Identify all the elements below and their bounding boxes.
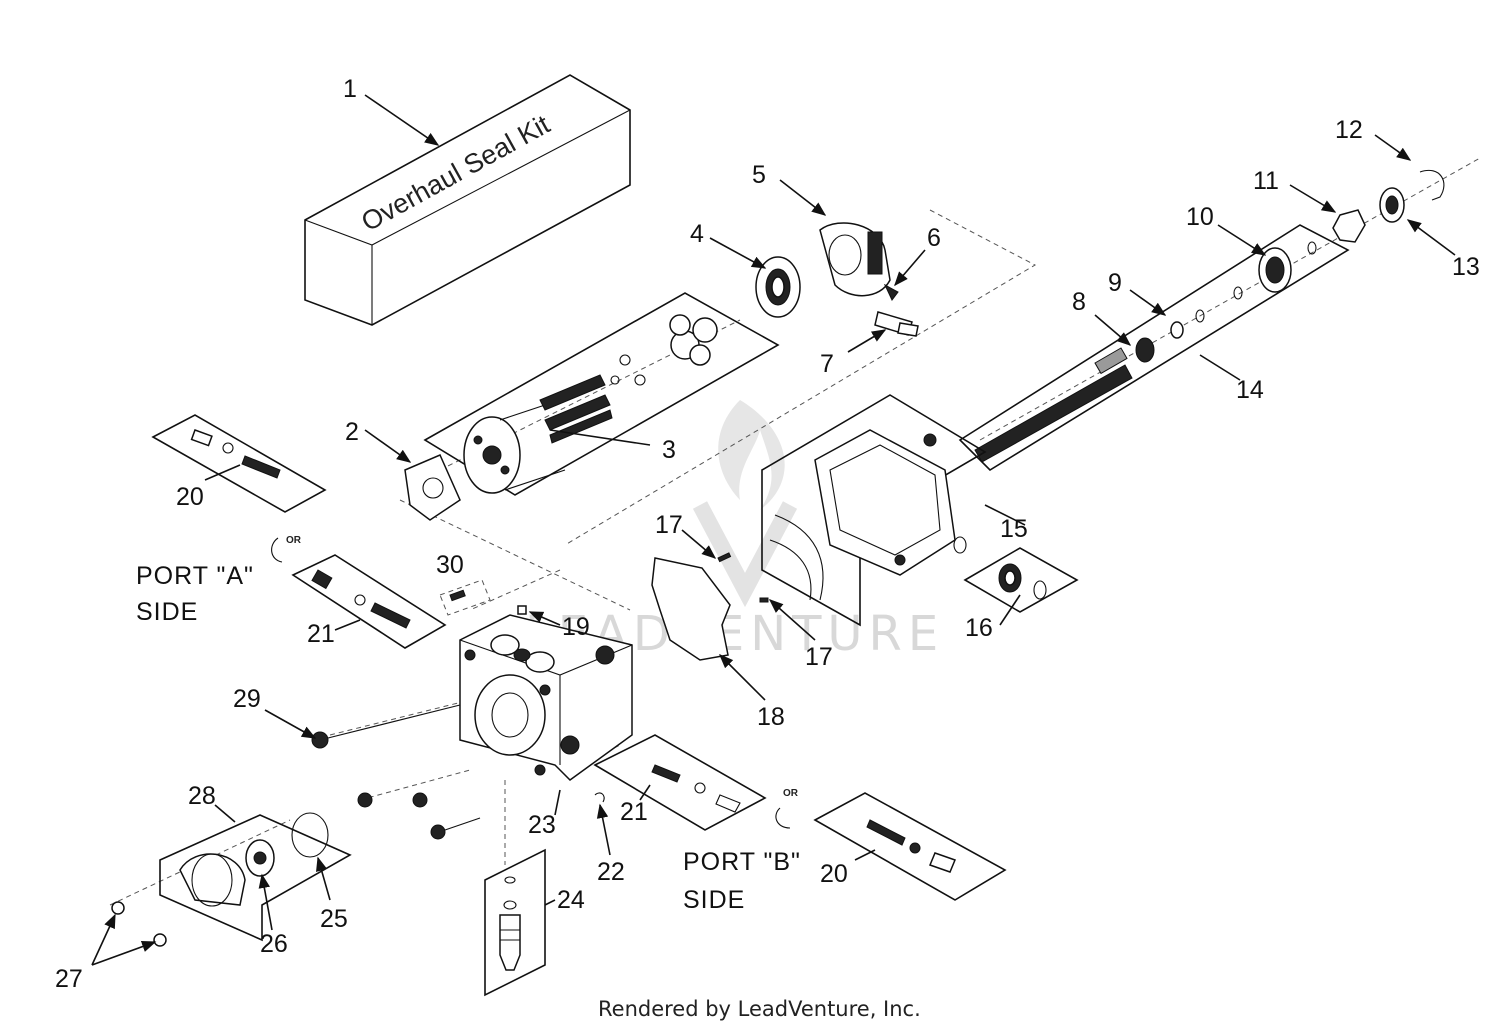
callout-5: 5 xyxy=(752,161,766,189)
port-b-side-label: PORT "B" SIDE xyxy=(683,848,801,914)
callout-29: 29 xyxy=(233,685,261,713)
callout-23: 23 xyxy=(528,811,556,839)
callout-1: 1 xyxy=(343,75,357,103)
part-6-7-trunnion xyxy=(874,283,919,337)
part-24-bypass-valve xyxy=(484,848,546,997)
callout-8: 8 xyxy=(1072,288,1086,316)
part-20-check-valve-a xyxy=(151,414,327,513)
callout-30: 30 xyxy=(436,551,464,579)
callout-28: 28 xyxy=(188,782,216,810)
callout-16: 16 xyxy=(965,614,993,642)
part-2-thrust-plate xyxy=(404,454,461,521)
callout-20a: 20 xyxy=(176,483,204,511)
callout-19: 19 xyxy=(562,613,590,641)
callout-21a: 21 xyxy=(307,620,335,648)
callout-3: 3 xyxy=(662,436,676,464)
callout-18: 18 xyxy=(757,703,785,731)
callout-12: 12 xyxy=(1335,116,1363,144)
or-label-a: OR xyxy=(286,535,302,546)
callout-6: 6 xyxy=(927,224,941,252)
port-a-side-label: PORT "A" SIDE xyxy=(136,562,254,626)
part-14-shaft-kit xyxy=(958,224,1350,472)
part-5-swashplate xyxy=(819,222,891,297)
part-22-pin xyxy=(594,792,605,803)
or-alternate-a: OR xyxy=(271,535,302,563)
part-1-seal-kit-box: Overhaul Seal Kit xyxy=(304,74,631,326)
part-23-center-section xyxy=(459,614,633,781)
callout-14: 14 xyxy=(1236,376,1264,404)
callout-20b: 20 xyxy=(820,860,848,888)
leader-lines xyxy=(91,94,1456,966)
callout-11: 11 xyxy=(1253,167,1279,195)
part-11-12-13-shaft-seals xyxy=(1332,169,1445,243)
part-27-screws xyxy=(111,901,167,947)
part-28-charge-pump xyxy=(159,812,352,942)
part-3-rotating-kit xyxy=(423,292,780,496)
part-15-housing xyxy=(761,394,987,627)
or-alternate-b: OR xyxy=(775,788,799,829)
watermark-v-icon xyxy=(692,501,798,608)
callout-27: 27 xyxy=(55,965,83,993)
callout-21b: 21 xyxy=(620,798,648,826)
callout-9: 9 xyxy=(1108,269,1122,297)
callout-10: 10 xyxy=(1186,203,1214,231)
port-b-line2: SIDE xyxy=(683,886,745,914)
callout-26: 26 xyxy=(260,930,288,958)
or-label-b: OR xyxy=(783,788,799,799)
port-a-line2: SIDE xyxy=(136,598,198,626)
callout-17b: 17 xyxy=(805,643,833,671)
port-b-line1: PORT "B" xyxy=(683,848,801,876)
watermark: LEADVENTURE xyxy=(525,400,938,662)
callout-4: 4 xyxy=(690,220,704,248)
part-29-bolts xyxy=(311,704,481,840)
part-4-bearing xyxy=(755,256,801,318)
callout-24: 24 xyxy=(557,886,585,914)
part-21-relief-valve-a xyxy=(291,554,447,649)
callout-25: 25 xyxy=(320,905,348,933)
seal-kit-label: Overhaul Seal Kit xyxy=(356,109,555,237)
callout-7: 7 xyxy=(820,350,834,378)
watermark-logo-icon xyxy=(718,400,785,510)
part-19-fitting xyxy=(517,605,527,615)
part-20-check-valve-b xyxy=(813,792,1007,901)
callout-13: 13 xyxy=(1452,253,1480,281)
callout-15: 15 xyxy=(1000,515,1028,543)
callout-numbers: 1 2 3 4 5 6 7 8 9 10 11 12 13 14 15 16 1… xyxy=(55,75,1480,993)
part-18-gasket xyxy=(651,557,731,661)
part-17-dowel-pins xyxy=(717,552,769,603)
port-a-line1: PORT "A" xyxy=(136,562,254,590)
callout-2: 2 xyxy=(345,418,359,446)
part-21-relief-valve-b xyxy=(593,734,767,831)
footer-credit: Rendered by LeadVenture, Inc. xyxy=(598,997,921,1021)
callout-17a: 17 xyxy=(655,511,683,539)
part-30-plug xyxy=(439,579,491,616)
callout-22: 22 xyxy=(597,858,625,886)
part-16-seal-panel xyxy=(963,547,1079,613)
